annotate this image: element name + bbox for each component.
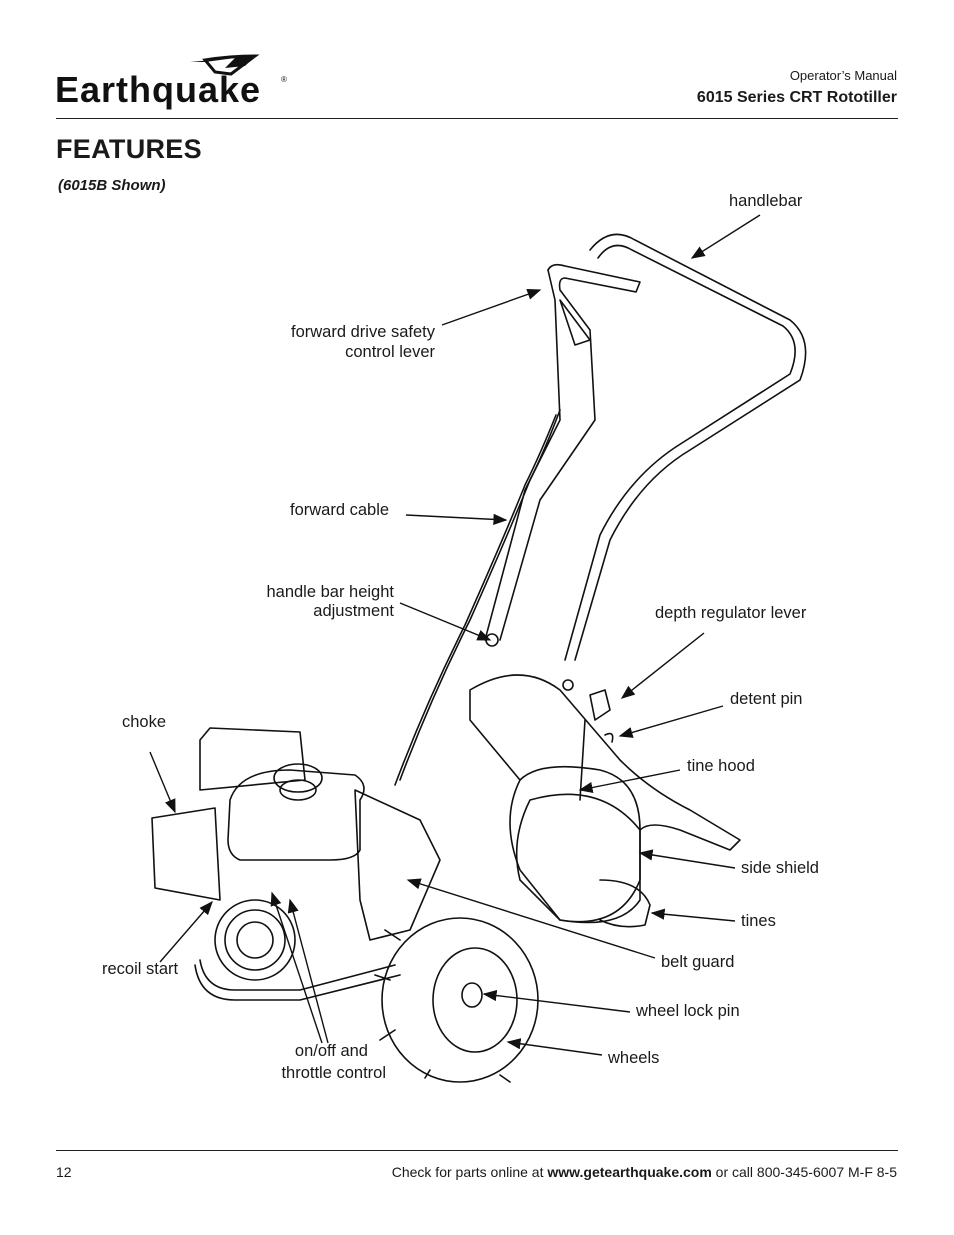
page-number: 12: [56, 1164, 72, 1180]
svg-text:Earthquake: Earthquake: [55, 69, 261, 110]
footer-text: Check for parts online at www.getearthqu…: [392, 1164, 897, 1180]
label-height-adjustment-1: handle bar height: [266, 583, 394, 601]
handlebar-outer: [574, 233, 807, 661]
header-divider: [56, 118, 898, 119]
footer-text-before: Check for parts online at: [391, 1164, 548, 1180]
label-wheel-lock-pin: wheel lock pin: [636, 1002, 740, 1020]
header-subtitle: Operator’s Manual: [789, 68, 897, 83]
footer-text-after: or call 800-345-6007 M-F 8-5: [711, 1164, 897, 1180]
svg-text:®: ®: [281, 75, 287, 84]
header-title: 6015 Series CRT Rototiller: [696, 89, 897, 106]
footer-divider: [56, 1150, 898, 1151]
label-tines: tines: [741, 912, 776, 930]
label-forward-cable: forward cable: [290, 501, 390, 519]
label-safety-lever-2: control lever: [345, 343, 435, 361]
caption: (6015B Shown): [58, 177, 166, 194]
label-recoil-start: recoil start: [102, 960, 179, 978]
footer-url-link[interactable]: www.getearthquake.com: [547, 1164, 712, 1180]
label-safety-lever-1: forward drive safety: [291, 323, 435, 341]
label-depth-regulator-lever: depth regulator lever: [655, 604, 807, 622]
label-height-adjustment-2: adjustment: [313, 602, 394, 620]
label-detent-pin: detent pin: [730, 690, 803, 708]
page-title: FEATURES: [56, 134, 202, 164]
label-belt-guard: belt guard: [661, 953, 735, 971]
label-handlebar: handlebar: [729, 192, 803, 210]
earthquake-logo: Earthquake ®: [55, 52, 290, 110]
label-wheels: wheels: [608, 1049, 660, 1067]
label-side-shield: side shield: [741, 859, 819, 877]
label-throttle-2: throttle control: [281, 1064, 386, 1082]
label-choke: choke: [122, 713, 167, 731]
label-tine-hood: tine hood: [687, 757, 755, 775]
handlebar-inner: [564, 244, 796, 661]
label-throttle-1: on/off and: [294, 1042, 368, 1060]
